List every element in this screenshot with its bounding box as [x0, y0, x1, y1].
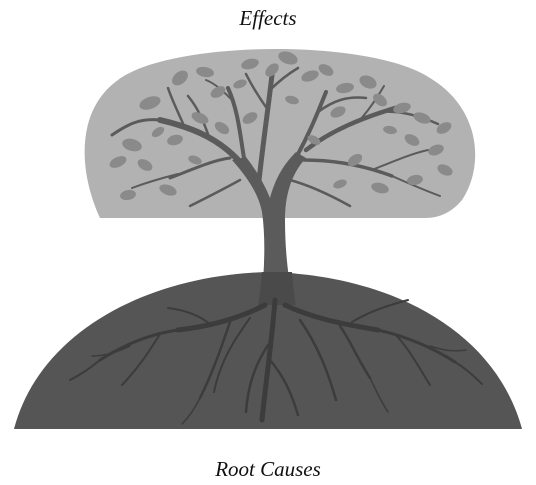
effects-label: Effects: [238, 6, 296, 30]
root-causes-label: Root Causes: [214, 457, 321, 481]
